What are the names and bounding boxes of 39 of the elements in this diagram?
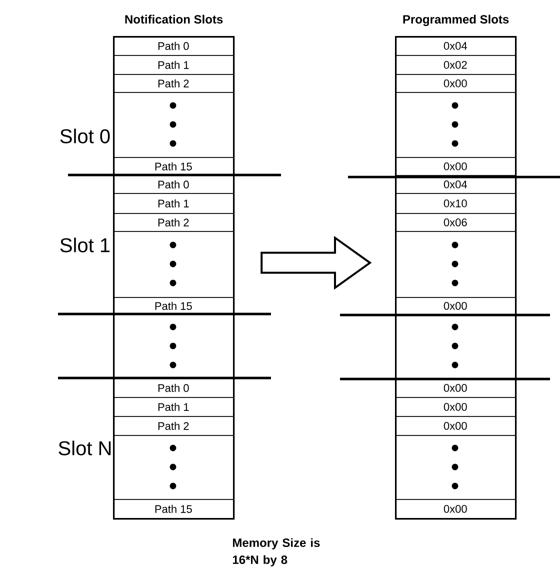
- node-label: Notification Slots: [125, 14, 223, 24]
- memory-cell: Path 0: [113, 175, 234, 194]
- memory-cell: Path 15: [113, 297, 234, 315]
- memory-cell: 0x00: [395, 397, 516, 417]
- caption: Memory Size is 16*N by 8: [232, 538, 320, 566]
- memory-cell: Path 2: [113, 416, 234, 436]
- memory-cell: 0x00: [395, 499, 516, 519]
- memory-cell: Path 0: [113, 36, 234, 56]
- memory-cell: Path 1: [113, 397, 234, 417]
- node-label: Programmed Slots: [403, 14, 509, 26]
- ellipsis-cell: [395, 92, 516, 158]
- memory-cell: Path 2: [113, 74, 234, 93]
- memory-cell: Path 1: [113, 55, 234, 75]
- memory-cell: 0x00: [395, 378, 516, 398]
- ellipsis-cell: [395, 314, 516, 379]
- ellipsis-cell: [395, 231, 516, 298]
- memory-cell: 0x10: [395, 193, 516, 214]
- block-arrow: [260, 236, 372, 290]
- ellipsis-cell: [395, 435, 516, 500]
- memory-cell: 0x04: [395, 36, 516, 56]
- memory-cell: Path 1: [113, 193, 234, 214]
- memory-cell: 0x00: [395, 297, 516, 315]
- memory-cell: 0x04: [395, 175, 516, 194]
- ellipsis-cell: [113, 314, 234, 379]
- memory-cell: Path 2: [113, 213, 234, 232]
- memory-cell: 0x06: [395, 213, 516, 232]
- memory-cell: 0x00: [395, 157, 516, 176]
- memory-cell: Path 15: [113, 499, 234, 519]
- memory-cell: 0x00: [395, 416, 516, 436]
- ellipsis-cell: [113, 435, 234, 500]
- memory-cell: Path 15: [113, 157, 234, 176]
- memory-cell: Path 0: [113, 378, 234, 398]
- slot-label: Slot N: [58, 440, 111, 456]
- memory-cell: 0x00: [395, 74, 516, 93]
- ellipsis-cell: [113, 92, 234, 158]
- ellipsis-cell: [113, 231, 234, 298]
- slot-label: Slot 0: [60, 128, 110, 144]
- slot-label: Slot 1: [60, 238, 110, 252]
- memory-cell: 0x02: [395, 55, 516, 75]
